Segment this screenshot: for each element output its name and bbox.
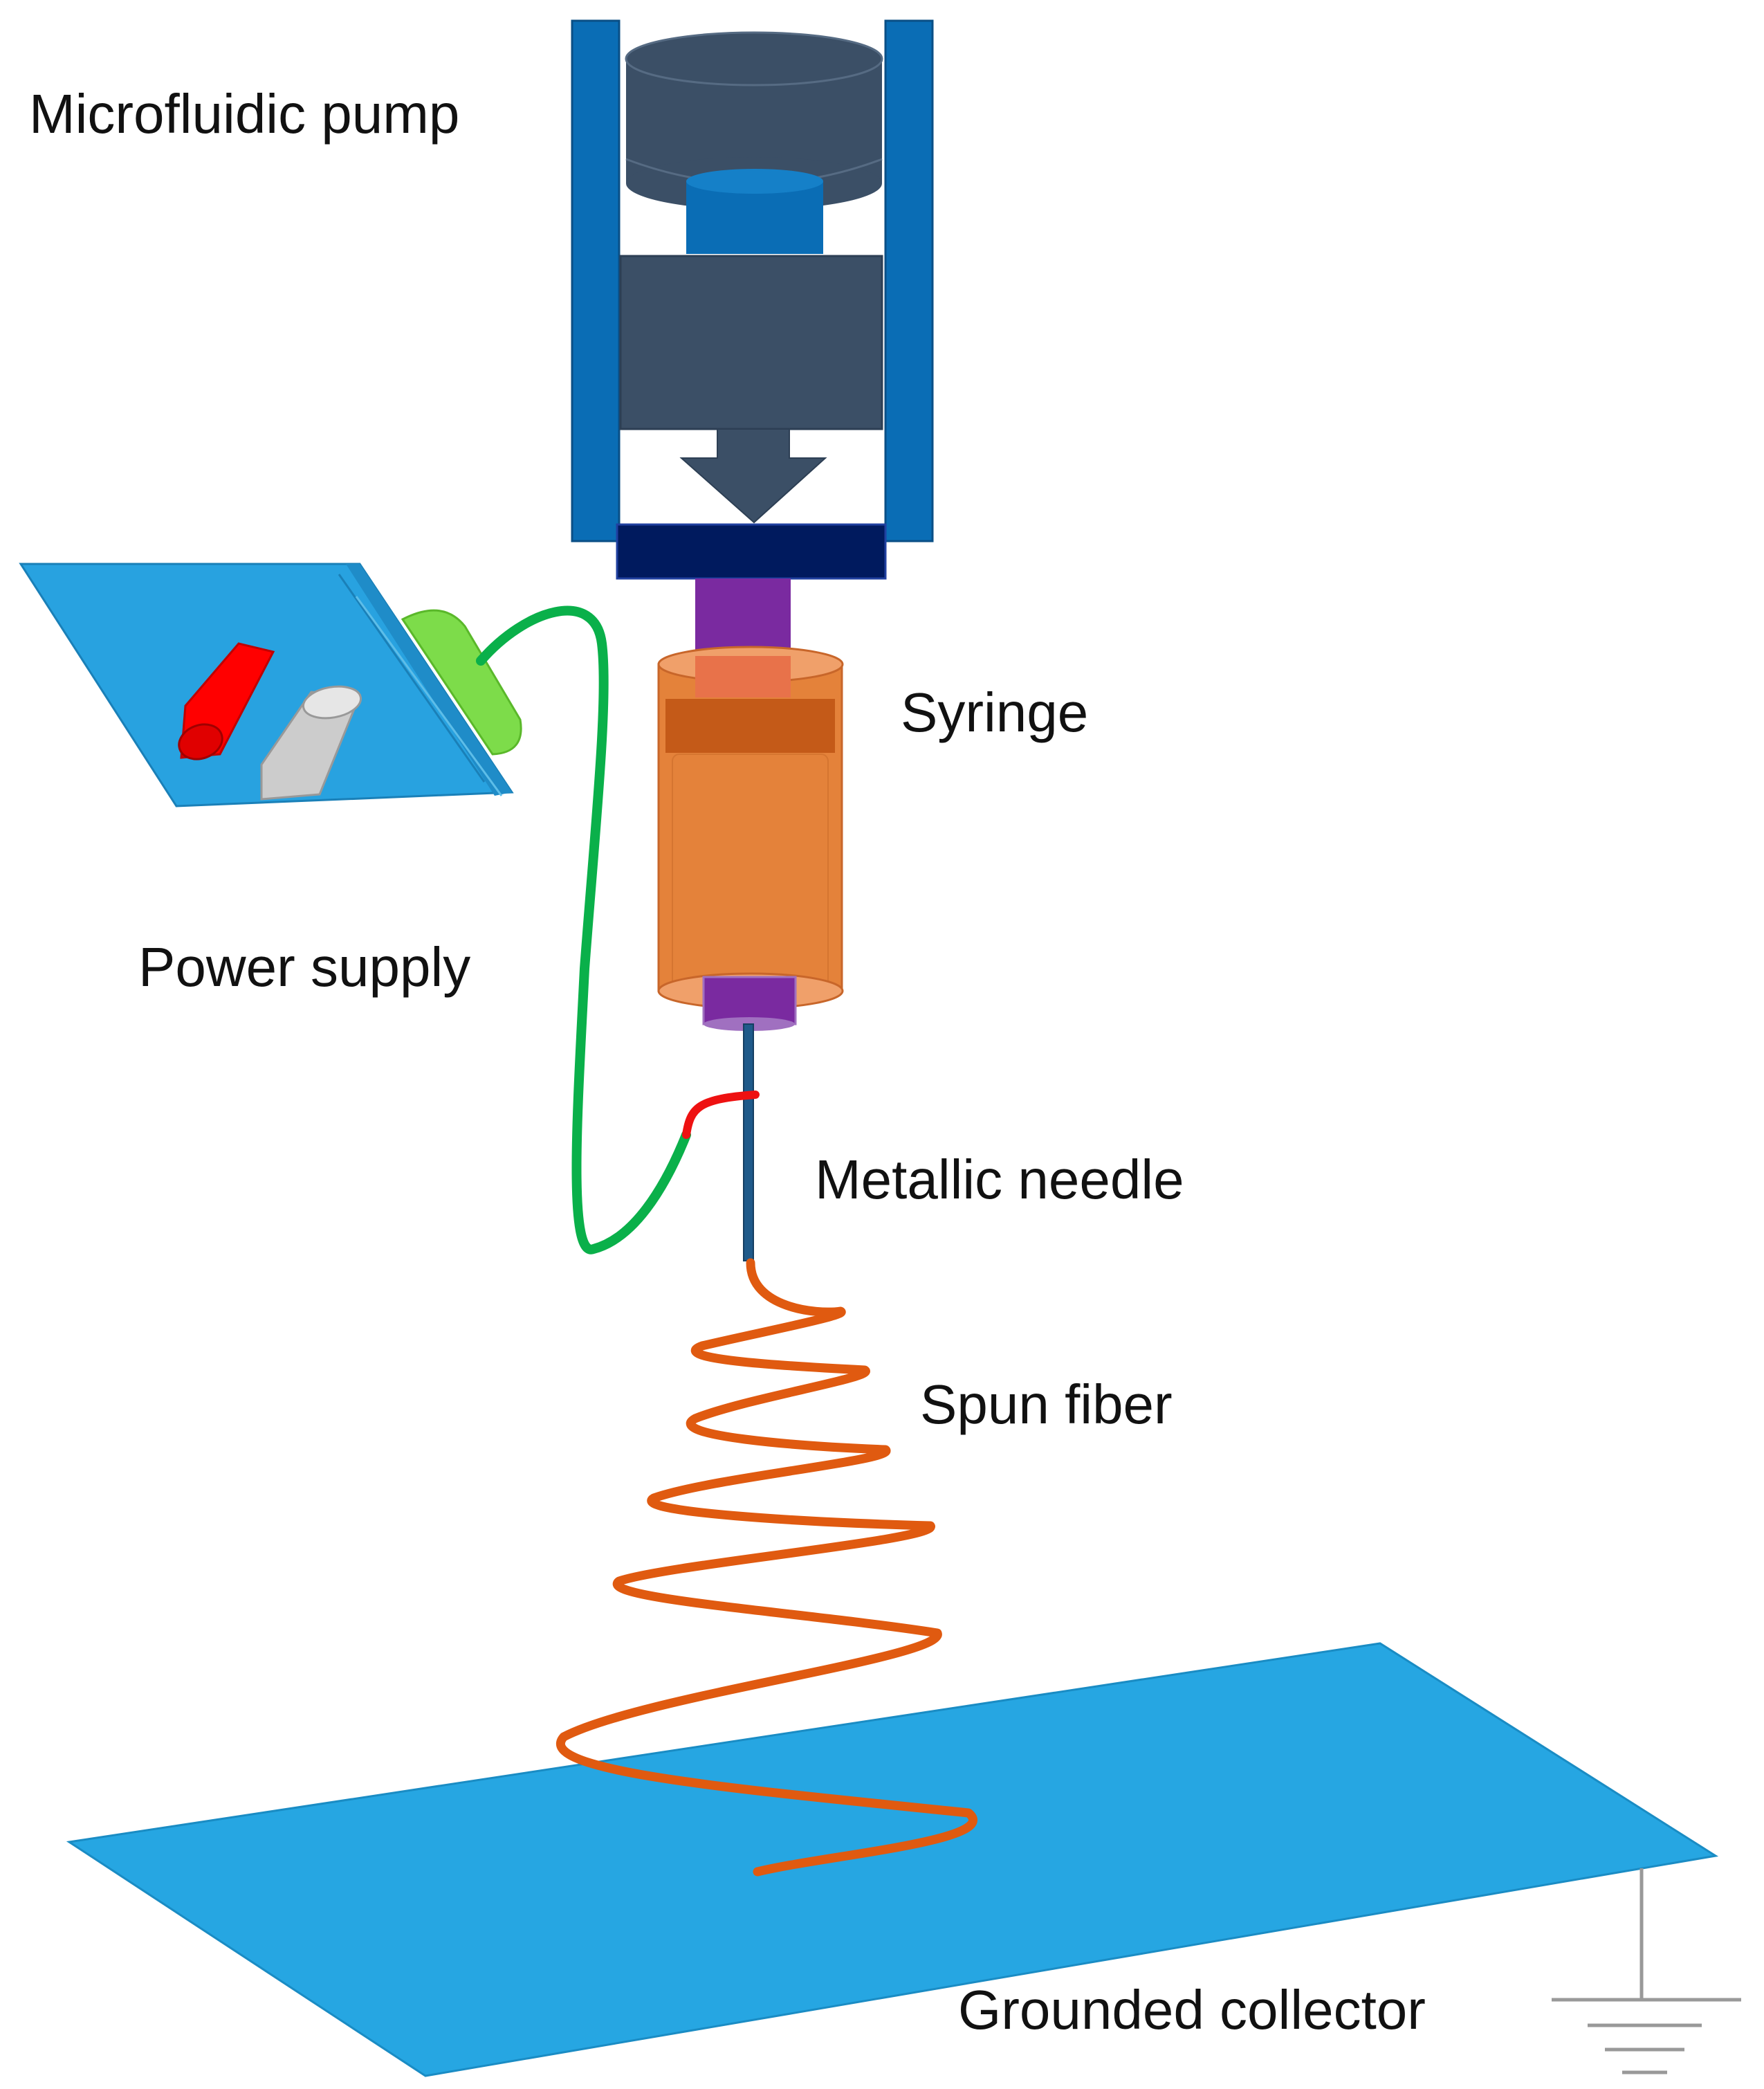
label-syringe: Syringe bbox=[901, 682, 1089, 743]
label-power-supply: Power supply bbox=[138, 936, 471, 998]
high-voltage-wire-red bbox=[682, 1091, 760, 1139]
microfluidic-pump bbox=[571, 19, 934, 580]
plunger-rod bbox=[695, 578, 791, 655]
ground-symbol-icon bbox=[1552, 1868, 1741, 2074]
terminal-grey bbox=[260, 685, 362, 801]
label-grounded-collector: Grounded collector bbox=[958, 1979, 1426, 2041]
syringe-nozzle bbox=[702, 976, 797, 1025]
pump-pusher-block bbox=[619, 255, 883, 430]
power-connector-cap bbox=[401, 609, 522, 756]
power-supply bbox=[19, 563, 522, 808]
syringe bbox=[657, 578, 844, 1031]
grounded-collector bbox=[66, 1642, 1719, 2077]
spun-fiber bbox=[556, 1258, 978, 1877]
pump-frame-right bbox=[884, 19, 934, 542]
label-spun-fiber: Spun fiber bbox=[920, 1374, 1173, 1435]
label-microfluidic-pump: Microfluidic pump bbox=[29, 83, 460, 145]
terminal-red bbox=[178, 642, 275, 760]
pump-shaft bbox=[686, 169, 823, 254]
plunger-head bbox=[665, 699, 835, 753]
metallic-needle bbox=[743, 1023, 754, 1261]
label-metallic-needle: Metallic needle bbox=[815, 1149, 1184, 1210]
pump-frame-left bbox=[571, 19, 621, 542]
down-arrow-icon bbox=[679, 428, 827, 524]
pump-base bbox=[616, 523, 887, 580]
high-voltage-wire-green bbox=[476, 605, 691, 1255]
